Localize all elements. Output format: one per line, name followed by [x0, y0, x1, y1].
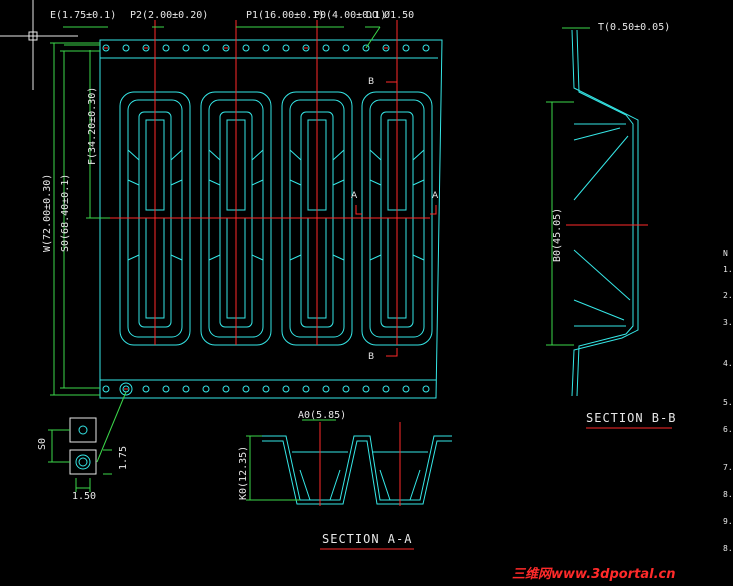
left-dimension-lines: [50, 42, 110, 396]
dim-b: B0(45.05): [552, 208, 563, 262]
dim-s0-small: S0: [37, 438, 48, 450]
section-cut-marks: [355, 81, 437, 357]
note-9: 9.: [723, 517, 733, 526]
top-dimension-lines: [63, 26, 381, 49]
tape-top-view: [99, 20, 443, 399]
sprocket-holes-bottom: [102, 382, 430, 396]
note-4: 4.: [723, 359, 733, 368]
dim-t: T(0.50±0.05): [598, 22, 670, 33]
section-a-a-title: SECTION A-A: [322, 532, 412, 546]
hole-centermarks: [104, 47, 388, 390]
dim-s: S0(68.40±0.1): [60, 174, 71, 252]
dim-p2: P2(2.00±0.20): [130, 10, 208, 21]
notes-column: N 1. 2. 3. 4. 5. 6. 7. 8. 9. 8.: [723, 249, 733, 553]
note-5: 5.: [723, 398, 733, 407]
note-7: 7.: [723, 463, 733, 472]
dim-w150: 1.50: [72, 491, 96, 502]
dim-p1: P1(16.00±0.1): [246, 10, 324, 21]
section-mark-b-bottom: B: [368, 352, 374, 362]
note-10: 8.: [723, 544, 733, 553]
note-6: 6.: [723, 425, 733, 434]
dim-h175: 1.75: [118, 446, 129, 470]
section-b-b-title: SECTION B-B: [586, 411, 676, 425]
dim-e: E(1.75±0.1): [50, 10, 116, 21]
hole-detail: [48, 391, 127, 492]
note-2: 2.: [723, 291, 733, 300]
dim-p0: P0(4.00±0.1): [314, 10, 386, 21]
note-8: 8.: [723, 490, 733, 499]
section-mark-b-top: B: [368, 77, 374, 87]
note-1: 1.: [723, 265, 733, 274]
crosshair-cursor: [0, 0, 78, 90]
dim-a: A0(5.85): [298, 410, 346, 421]
section-b-b-view: [546, 27, 648, 397]
section-mark-a-left: A: [351, 191, 358, 201]
watermark: 三维网www.3dportal.cn: [512, 566, 675, 582]
note-3: 3.: [723, 318, 733, 327]
dim-f: F(34.20±0.30): [87, 87, 98, 165]
dim-d: DO Ø1.50: [366, 9, 414, 21]
dim-w: W(72.00±0.30): [42, 174, 53, 252]
section-mark-a-right: A: [432, 191, 439, 201]
dim-k: K0(12.35): [238, 446, 249, 500]
notes-header: N: [723, 249, 728, 258]
tape-outline: [99, 39, 443, 399]
sprocket-holes-top: [102, 44, 430, 52]
centerlines: [110, 20, 430, 345]
section-a-a-view: [246, 419, 452, 506]
